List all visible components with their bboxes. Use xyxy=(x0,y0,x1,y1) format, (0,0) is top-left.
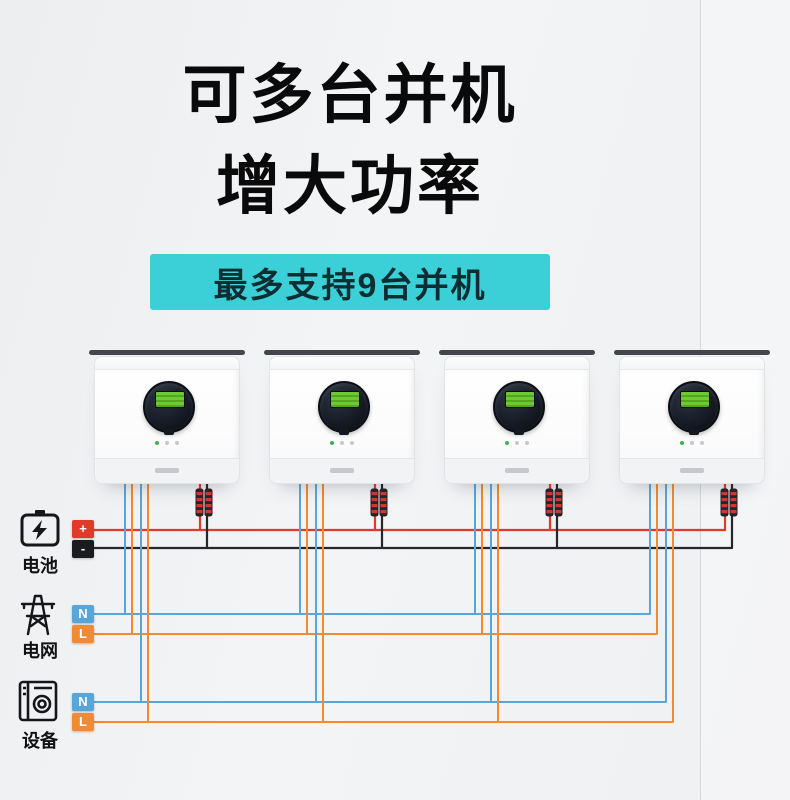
inverter-body xyxy=(444,356,590,484)
mount-bracket xyxy=(614,350,770,355)
battery-connector-plugs xyxy=(195,488,738,517)
inverter-body xyxy=(619,356,765,484)
banner: 最多支持9台并机 xyxy=(150,254,550,310)
device-label: 设备 xyxy=(22,731,58,751)
battery-label: 电池 xyxy=(22,556,58,576)
grid-live-terminal: L xyxy=(72,625,94,643)
indicator-leds xyxy=(155,441,179,445)
grid-live-wire xyxy=(92,477,658,635)
inverter-unit-3 xyxy=(439,350,595,495)
grid-label: 电网 xyxy=(22,641,58,661)
display-dial xyxy=(493,381,545,435)
inverter-unit-4 xyxy=(614,350,770,495)
inverter-lid xyxy=(95,357,239,370)
appliance-device-icon xyxy=(18,680,58,722)
mount-bracket xyxy=(89,350,245,355)
inverter-base xyxy=(270,458,414,483)
display-dial xyxy=(143,381,195,435)
mount-bracket xyxy=(439,350,595,355)
headline-line1: 可多台并机 xyxy=(182,59,518,131)
lcd-screen xyxy=(155,391,185,408)
device-neutral-terminal: N xyxy=(72,693,94,711)
inverter-base xyxy=(95,458,239,483)
banner-text: 最多支持9台并机 xyxy=(213,266,487,305)
brand-logo xyxy=(505,468,529,473)
device-neutral-wire xyxy=(92,477,667,703)
display-dial xyxy=(318,381,370,435)
power-grid-tower-icon xyxy=(20,594,56,636)
device-live-terminal: L xyxy=(72,713,94,731)
brand-logo xyxy=(680,468,704,473)
brand-logo xyxy=(155,468,179,473)
inverter-unit-1 xyxy=(89,350,245,495)
inverter-body xyxy=(269,356,415,484)
battery-positive-terminal: + xyxy=(72,520,94,538)
brand-logo xyxy=(330,468,354,473)
dial-button xyxy=(164,429,174,435)
headline-line2: 增大功率 xyxy=(216,149,484,222)
lcd-screen xyxy=(680,391,710,408)
mount-bracket xyxy=(264,350,420,355)
inverter-base xyxy=(445,458,589,483)
inverter-unit-2 xyxy=(264,350,420,495)
inverter-lid xyxy=(445,357,589,370)
grid-neutral-wire xyxy=(92,477,651,615)
indicator-leds xyxy=(505,441,529,445)
indicator-leds xyxy=(330,441,354,445)
dial-button xyxy=(514,429,524,435)
dial-button xyxy=(339,429,349,435)
inverter-lid xyxy=(270,357,414,370)
lcd-screen xyxy=(505,391,535,408)
dial-button xyxy=(689,429,699,435)
device-live-wire xyxy=(92,477,674,723)
inverter-lid xyxy=(620,357,764,370)
inverter-base xyxy=(620,458,764,483)
lcd-screen xyxy=(330,391,360,408)
display-dial xyxy=(668,381,720,435)
inverter-body xyxy=(94,356,240,484)
grid-neutral-terminal: N xyxy=(72,605,94,623)
indicator-leds xyxy=(680,441,704,445)
battery-negative-terminal: - xyxy=(72,540,94,558)
battery-icon xyxy=(20,510,60,547)
headline: 可多台并机 增大功率 xyxy=(0,50,700,232)
